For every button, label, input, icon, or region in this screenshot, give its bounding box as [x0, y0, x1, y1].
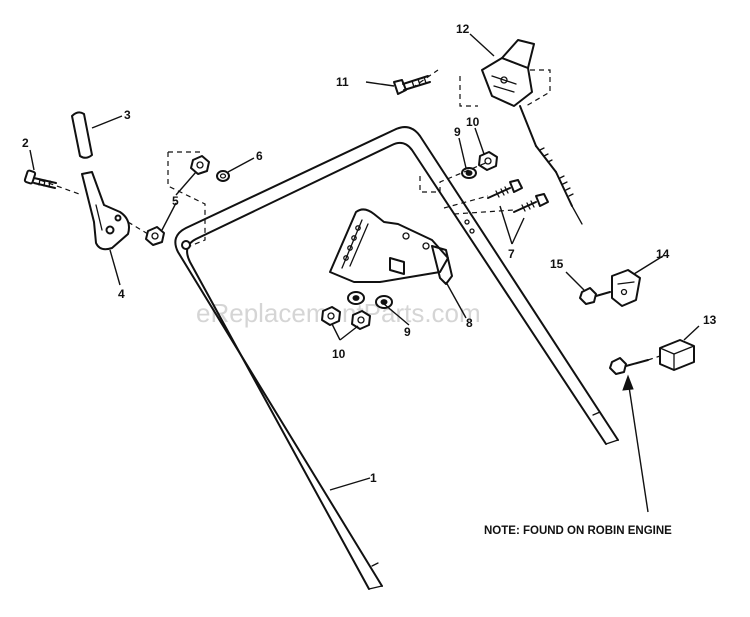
- callout-11: 11: [336, 75, 349, 89]
- callout-9-upper: 9: [454, 125, 461, 139]
- robin-engine-note: NOTE: FOUND ON ROBIN ENGINE: [484, 525, 672, 537]
- callout-4: 4: [118, 287, 125, 301]
- washer-part-6[interactable]: [216, 170, 230, 182]
- nut-part-10-lower-a[interactable]: [321, 306, 341, 326]
- callout-14: 14: [656, 247, 670, 261]
- bolt-part-2[interactable]: [23, 169, 57, 189]
- assembly-line-right-1: [419, 161, 489, 193]
- nut-part-10-upper[interactable]: [478, 151, 498, 171]
- callout-6: 6: [256, 149, 263, 163]
- washer-part-9-lower-a[interactable]: [347, 291, 365, 305]
- leader-lines: [29, 33, 700, 513]
- callout-5: 5: [172, 194, 179, 208]
- callout-8: 8: [466, 316, 473, 330]
- assembly-line-right-2: [443, 195, 515, 215]
- bolt-part-7-a[interactable]: [487, 179, 523, 199]
- bracket-part-8[interactable]: [329, 208, 453, 285]
- washer-part-9-upper[interactable]: [461, 167, 477, 179]
- grip-part-3[interactable]: [71, 111, 93, 159]
- screw-part-15[interactable]: [579, 287, 611, 305]
- throttle-control-part-12[interactable]: [481, 39, 583, 225]
- handle-part-1[interactable]: [174, 126, 619, 590]
- callout-9-lower: 9: [404, 325, 411, 339]
- callout-7: 7: [508, 247, 515, 261]
- clip-part-14[interactable]: [611, 269, 641, 307]
- bolt-part-7-b[interactable]: [513, 193, 549, 213]
- nut-part-10-lower-b[interactable]: [351, 310, 371, 330]
- washer-part-9-lower-b[interactable]: [375, 295, 393, 309]
- assembly-line-left-3: [167, 151, 206, 247]
- callout-13: 13: [703, 313, 717, 327]
- block-part-13[interactable]: [609, 339, 695, 375]
- assembly-line-right-3: [411, 69, 551, 107]
- callout-10-lower: 10: [332, 347, 346, 361]
- bolt-part-11[interactable]: [393, 75, 431, 95]
- nut-part-5-b[interactable]: [145, 226, 165, 246]
- callout-10-upper: 10: [466, 115, 480, 129]
- callout-2: 2: [22, 136, 29, 150]
- assembly-line-left-2: [127, 221, 149, 235]
- callout-15: 15: [550, 257, 564, 271]
- callout-1: 1: [370, 471, 377, 485]
- nut-part-5-a[interactable]: [190, 155, 210, 175]
- lever-part-4[interactable]: [81, 171, 130, 251]
- callout-3: 3: [124, 108, 131, 122]
- assembly-line-left-1: [39, 179, 83, 196]
- callout-12: 12: [456, 22, 470, 36]
